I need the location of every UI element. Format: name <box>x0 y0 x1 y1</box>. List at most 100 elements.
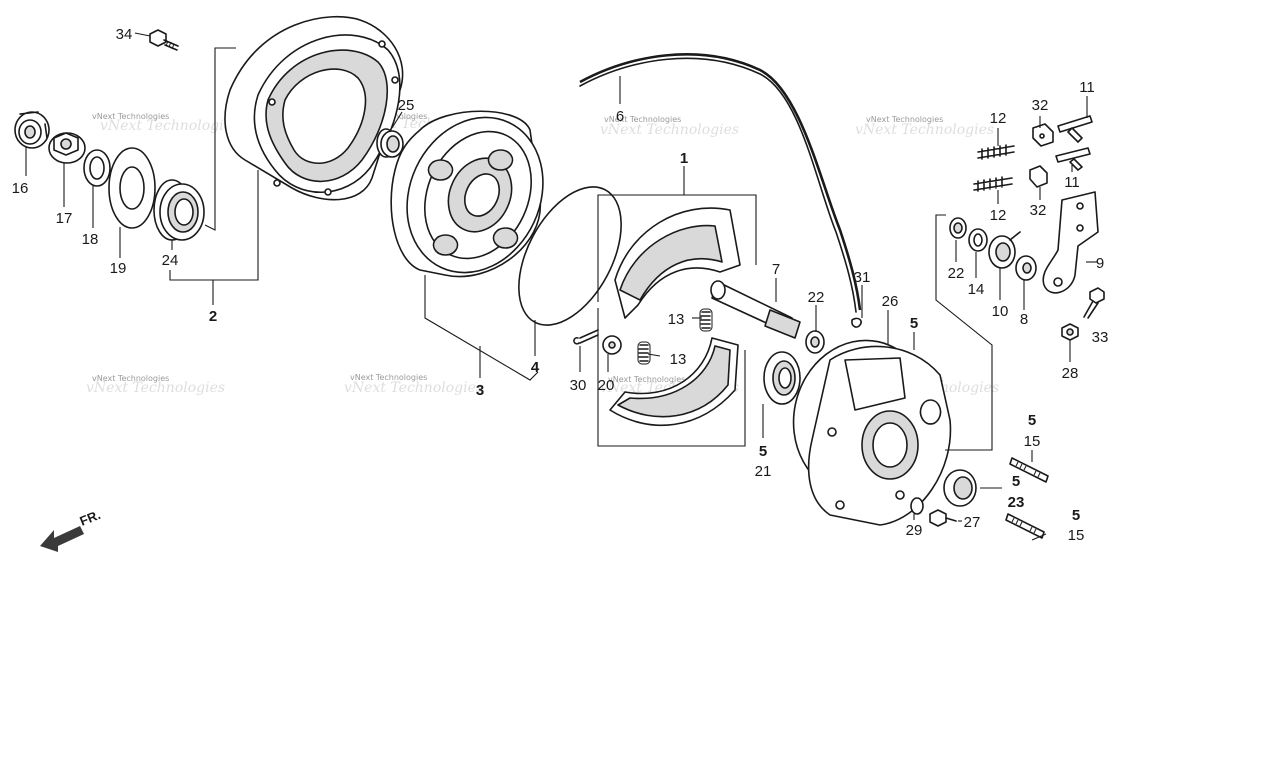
callout-26: 26 <box>882 293 899 310</box>
callout-16: 16 <box>12 180 29 197</box>
leader-lines <box>25 32 1098 541</box>
callout-21: 21 <box>755 463 772 480</box>
callout-11-upper: 11 <box>1079 79 1095 96</box>
washer-18 <box>83 149 111 187</box>
nut-16 <box>14 111 50 149</box>
callout-20: 20 <box>598 377 615 394</box>
brake-drum-2 <box>224 15 404 201</box>
stud-15-lower <box>1005 513 1045 539</box>
spring-12-upper <box>977 144 1015 160</box>
callout-5-seal23: 5 <box>1012 473 1020 490</box>
callout-34: 34 <box>116 26 133 43</box>
watermark: vNext Technologies <box>608 375 685 384</box>
spring-12-lower <box>973 176 1013 192</box>
callout-25: 25 <box>398 97 415 114</box>
callout-22-shaft: 22 <box>808 289 825 306</box>
brake-arm-9 <box>1042 191 1099 294</box>
direction-label: FR. <box>78 507 103 529</box>
callout-13-lower: 13 <box>670 351 687 368</box>
block-32-upper <box>1032 123 1054 147</box>
callout-labels: 34 16 17 18 19 24 2 25 3 4 6 1 13 13 30 … <box>12 26 1109 544</box>
callout-33: 33 <box>1092 329 1109 346</box>
callout-6: 6 <box>616 108 624 125</box>
callout-11-lower: 11 <box>1064 174 1080 191</box>
joint-11-lower <box>1055 147 1091 171</box>
callout-19: 19 <box>110 260 127 277</box>
callout-1: 1 <box>680 150 688 167</box>
pin-30 <box>573 329 599 345</box>
stud-15-upper <box>1009 457 1049 483</box>
front-arrow-icon <box>40 526 84 552</box>
watermark: vNext Technologies <box>92 374 169 383</box>
washer-29 <box>910 497 924 515</box>
spring-13-lower <box>637 341 651 365</box>
callout-7: 7 <box>772 261 780 278</box>
breather-tube-6 <box>579 53 862 313</box>
callout-12-lower: 12 <box>990 207 1007 224</box>
washer-19 <box>108 147 156 229</box>
callout-13-upper: 13 <box>668 311 685 328</box>
bearing-24 <box>153 179 205 241</box>
plate-8 <box>1015 255 1037 281</box>
callout-5-stud-upper: 5 <box>1028 412 1036 429</box>
callout-4: 4 <box>531 359 540 376</box>
washer-14 <box>968 228 988 252</box>
nut-28 <box>1061 323 1079 341</box>
brake-shoe-lower <box>609 337 739 427</box>
seal-21 <box>763 351 801 405</box>
callout-5-stud-lower: 5 <box>1072 507 1080 524</box>
block-32-lower <box>1029 165 1048 188</box>
callout-12-upper: 12 <box>990 110 1007 127</box>
washer-20 <box>602 335 622 355</box>
callout-9: 9 <box>1096 255 1104 272</box>
callout-15-upper: 15 <box>1024 433 1041 450</box>
brake-shoe-upper-1 <box>614 207 741 319</box>
watermark: vNext Technologies <box>100 118 239 134</box>
callout-5-seal: 5 <box>759 443 767 460</box>
callout-32-upper: 32 <box>1032 97 1049 114</box>
joint-11-upper <box>1057 115 1093 143</box>
callout-2: 2 <box>209 308 217 325</box>
callout-24: 24 <box>162 252 179 269</box>
callout-29: 29 <box>906 522 923 539</box>
wheel-hub-3 <box>390 110 544 278</box>
spring-13-upper <box>699 308 713 332</box>
bolt-33 <box>1083 287 1105 319</box>
watermark: vNext Technologies <box>344 380 483 396</box>
callout-27: 27 <box>964 514 981 531</box>
callout-14: 14 <box>968 281 985 298</box>
callout-3: 3 <box>476 382 484 399</box>
front-direction-indicator: FR. <box>40 507 103 552</box>
bolt-34 <box>149 29 179 51</box>
callout-5-panel: 5 <box>910 315 918 332</box>
callout-22-arm: 22 <box>948 265 965 282</box>
clip-31 <box>851 317 862 328</box>
watermark: vNext Technologies <box>86 380 225 396</box>
callout-15-lower: 15 <box>1068 527 1085 544</box>
callout-31: 31 <box>854 269 871 286</box>
seal-23 <box>943 469 977 507</box>
seal-22-shaft <box>805 330 825 354</box>
callout-28: 28 <box>1062 365 1079 382</box>
watermark: vNext Technologies <box>855 122 994 138</box>
return-spring-10 <box>988 231 1021 269</box>
callout-32-lower: 32 <box>1030 202 1047 219</box>
callout-30: 30 <box>570 377 587 394</box>
flange-nut-17 <box>48 132 86 164</box>
bolt-27 <box>929 509 957 527</box>
washer-22-arm <box>949 217 967 239</box>
callout-10: 10 <box>992 303 1009 320</box>
watermark: vNext Technologies <box>350 373 427 382</box>
watermark: vNext Technologies <box>866 115 943 124</box>
callout-23: 23 <box>1008 494 1025 511</box>
callout-18: 18 <box>82 231 99 248</box>
seal-25 <box>376 128 404 158</box>
watermark: vNext Technologies <box>92 112 169 121</box>
watermark: vNext Technologies <box>604 115 681 124</box>
callout-17: 17 <box>56 210 73 227</box>
brake-cam-7 <box>710 280 801 339</box>
watermark: vNext Technologies <box>600 122 739 138</box>
brake-panel-5 <box>807 345 952 526</box>
callout-8: 8 <box>1020 311 1028 328</box>
